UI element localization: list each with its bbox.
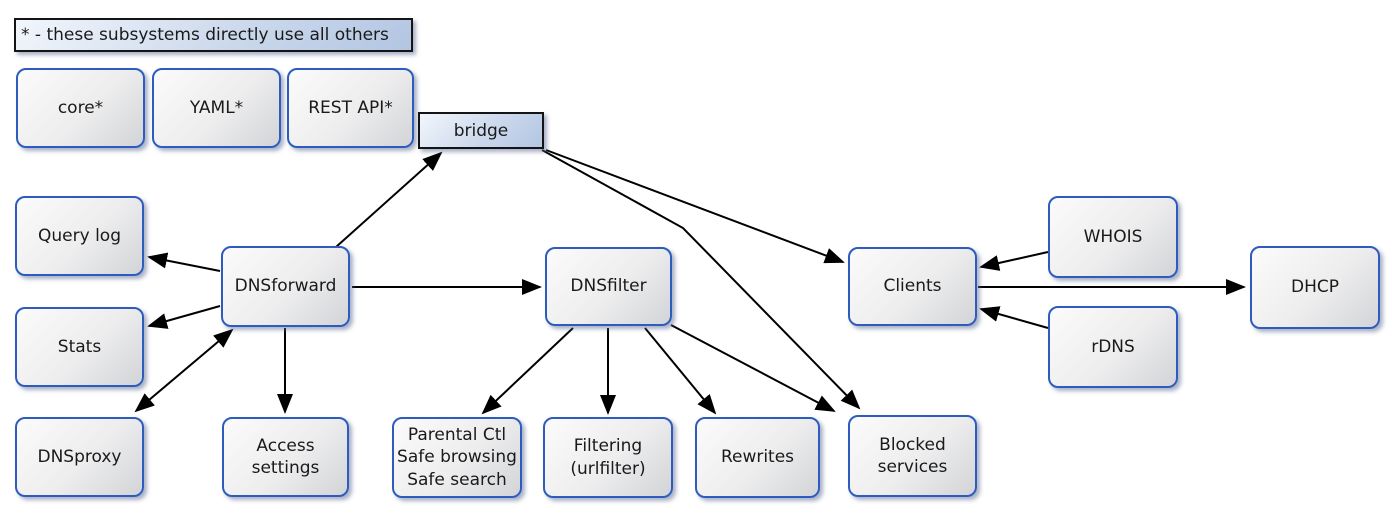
node-access-settings: Access settings	[222, 417, 349, 497]
node-rdns: rDNS	[1048, 306, 1178, 388]
node-core: core*	[16, 68, 145, 148]
arrow-dnsforward-stats	[147, 305, 221, 329]
node-filtering: Filtering (urlfilter)	[543, 417, 673, 498]
node-dnsfilter: DNSfilter	[545, 247, 672, 326]
arrow-bridge-clients	[545, 149, 845, 264]
node-rest-api: REST API*	[287, 68, 414, 148]
node-blocked-services: Blocked services	[848, 415, 977, 497]
node-dnsproxy: DNSproxy	[15, 417, 144, 497]
node-stats: Stats	[15, 307, 144, 387]
arrow-dnsfilter-parental	[481, 327, 574, 415]
arrow-dnsforward-query-log	[147, 252, 221, 272]
legend-text: * - these subsystems directly use all ot…	[21, 25, 389, 45]
node-clients: Clients	[848, 247, 977, 326]
arrow-dnsforward-dnsproxy	[134, 328, 234, 413]
node-query-log: Query log	[15, 196, 144, 276]
legend-box: * - these subsystems directly use all ot…	[14, 18, 413, 52]
arrow-whois-clients	[979, 251, 1049, 271]
node-bridge: bridge	[418, 112, 544, 149]
node-dnsforward: DNSforward	[221, 246, 350, 327]
arrow-dnsforward-bridge	[335, 151, 443, 248]
node-dhcp: DHCP	[1250, 246, 1380, 329]
arrow-dnsfilter-blocked-services	[670, 324, 836, 412]
node-yaml: YAML*	[152, 68, 281, 148]
node-whois: WHOIS	[1048, 196, 1178, 278]
arrow-dnsfilter-rewrites	[644, 327, 717, 415]
arrow-rdns-clients	[979, 306, 1049, 329]
node-rewrites: Rewrites	[695, 417, 820, 498]
node-parental: Parental Ctl Safe browsing Safe search	[392, 417, 522, 498]
